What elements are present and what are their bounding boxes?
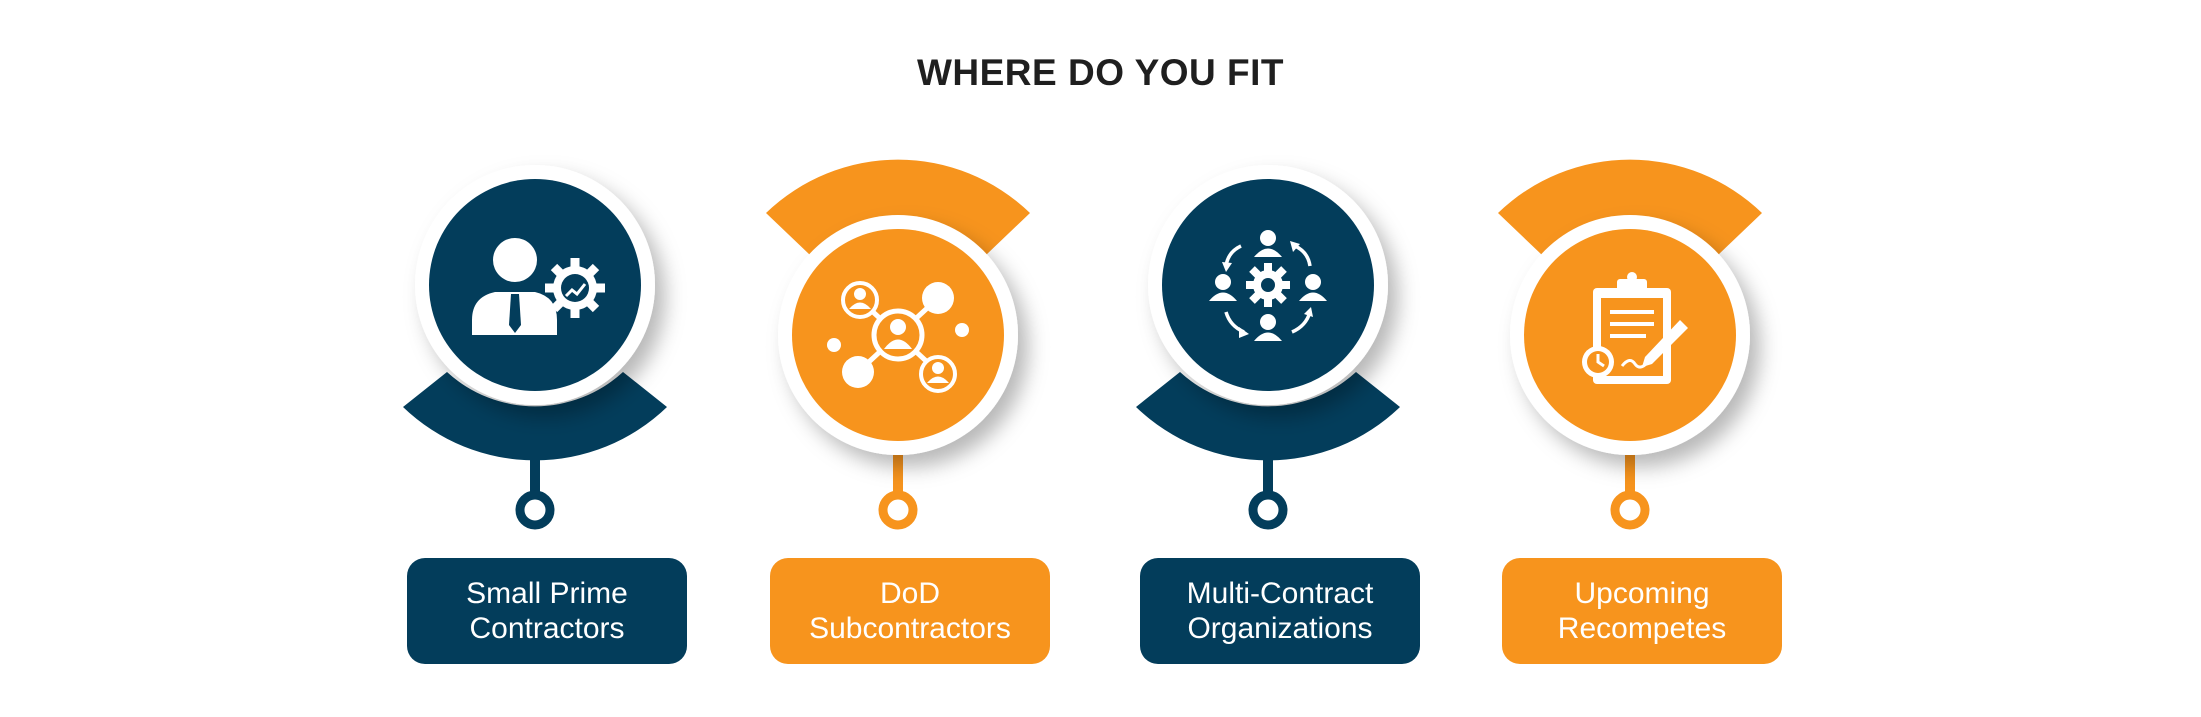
connector-stem bbox=[530, 455, 540, 497]
fit-card-upcoming-recompetes: Upcoming Recompetes bbox=[1480, 0, 1782, 717]
connector-node bbox=[1248, 490, 1288, 530]
fit-label-line1: Multi-Contract bbox=[1186, 577, 1374, 610]
team-cycle-gear-icon bbox=[1209, 230, 1327, 341]
top-arc bbox=[766, 159, 1030, 255]
top-arc bbox=[1498, 159, 1762, 255]
fit-label-box: DoD Subcontractors bbox=[770, 558, 1050, 664]
fit-label-line2: Recompetes bbox=[1557, 612, 1727, 645]
fit-label-box: Upcoming Recompetes bbox=[1502, 558, 1782, 664]
clipboard-clock-pen-icon bbox=[1582, 272, 1688, 384]
bottom-arc bbox=[1136, 372, 1400, 461]
fit-label-line1: DoD bbox=[879, 577, 940, 610]
badge-graphic bbox=[1136, 165, 1400, 530]
connector-stem bbox=[1625, 455, 1635, 497]
fit-label-line1: Small Prime bbox=[466, 577, 628, 610]
fit-label-box: Small Prime Contractors bbox=[407, 558, 687, 664]
connector-stem bbox=[1263, 455, 1273, 497]
businessman-gear-chart-icon bbox=[472, 238, 605, 335]
fit-label-line2: Contractors bbox=[469, 612, 625, 645]
connector-stem bbox=[893, 455, 903, 497]
fit-label-line2: Subcontractors bbox=[809, 612, 1011, 645]
bottom-arc bbox=[403, 372, 667, 461]
network-people-icon bbox=[827, 281, 969, 393]
fit-card-dod-subcontractors: DoD Subcontractors bbox=[748, 0, 1050, 717]
fit-label-line2: Organizations bbox=[1187, 612, 1373, 645]
connector-node bbox=[1610, 490, 1650, 530]
fit-label-line1: Upcoming bbox=[1574, 577, 1710, 610]
badge-graphic bbox=[766, 159, 1030, 530]
fit-card-multi-contract: Multi-Contract Organizations bbox=[1118, 0, 1420, 717]
connector-node bbox=[515, 490, 555, 530]
page-title: WHERE DO YOU FIT bbox=[916, 52, 1285, 93]
fit-label-box: Multi-Contract Organizations bbox=[1140, 558, 1420, 664]
connector-node bbox=[878, 490, 918, 530]
badge-graphic bbox=[1498, 159, 1762, 530]
badge-graphic bbox=[403, 165, 667, 530]
icon-disc bbox=[429, 179, 641, 391]
fit-card-small-prime: Small Prime Contractors bbox=[385, 0, 687, 717]
